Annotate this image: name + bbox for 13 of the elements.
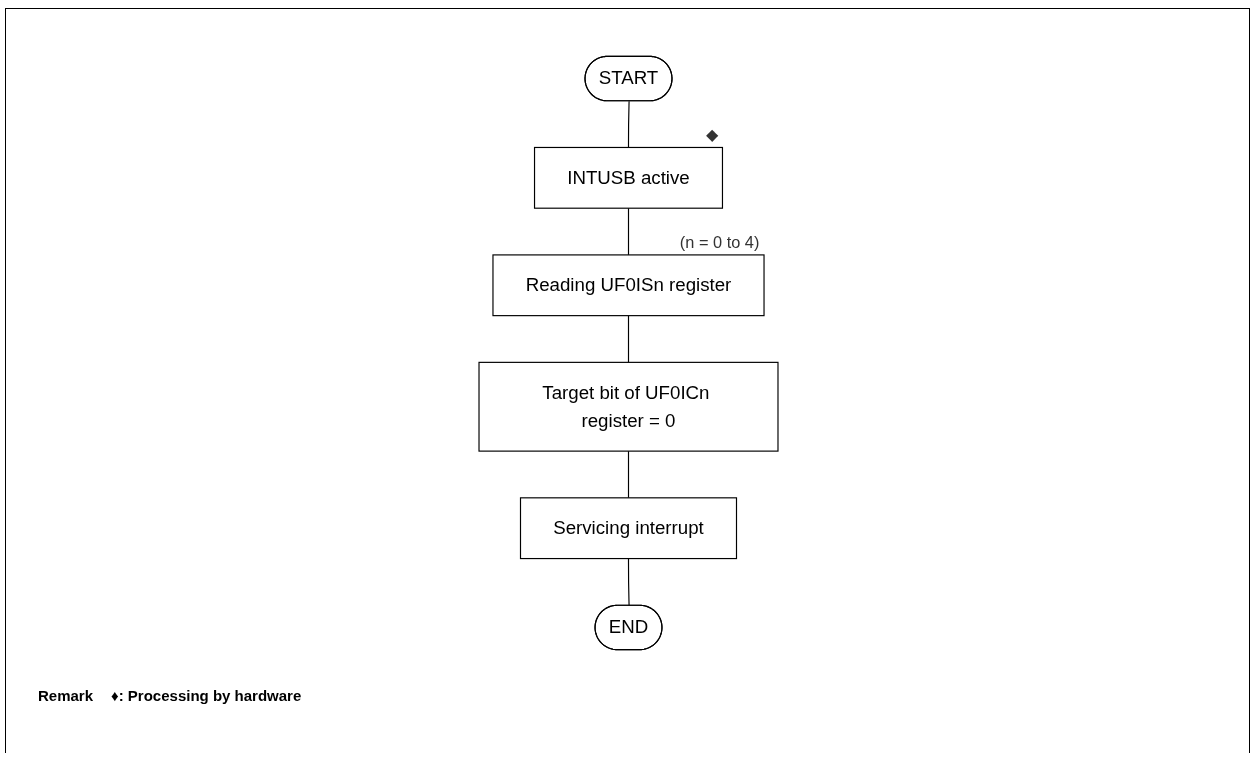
connector	[627, 207, 630, 256]
node-note: (n = 0 to 4)	[679, 232, 760, 251]
connector	[627, 315, 630, 363]
connector	[627, 557, 630, 607]
remark-text: Remark	[38, 687, 94, 704]
node-box: Servicing interrupt	[519, 497, 738, 560]
connector	[627, 450, 630, 499]
node-note: ◆	[705, 125, 718, 144]
node-box: Target bit of UF0ICn register = 0	[478, 361, 779, 452]
node-box: Reading UF0ISn register	[492, 254, 765, 317]
node-box: INTUSB active	[533, 146, 724, 209]
connector	[627, 100, 630, 149]
remark-text: ♦: Processing by hardware	[111, 687, 302, 704]
